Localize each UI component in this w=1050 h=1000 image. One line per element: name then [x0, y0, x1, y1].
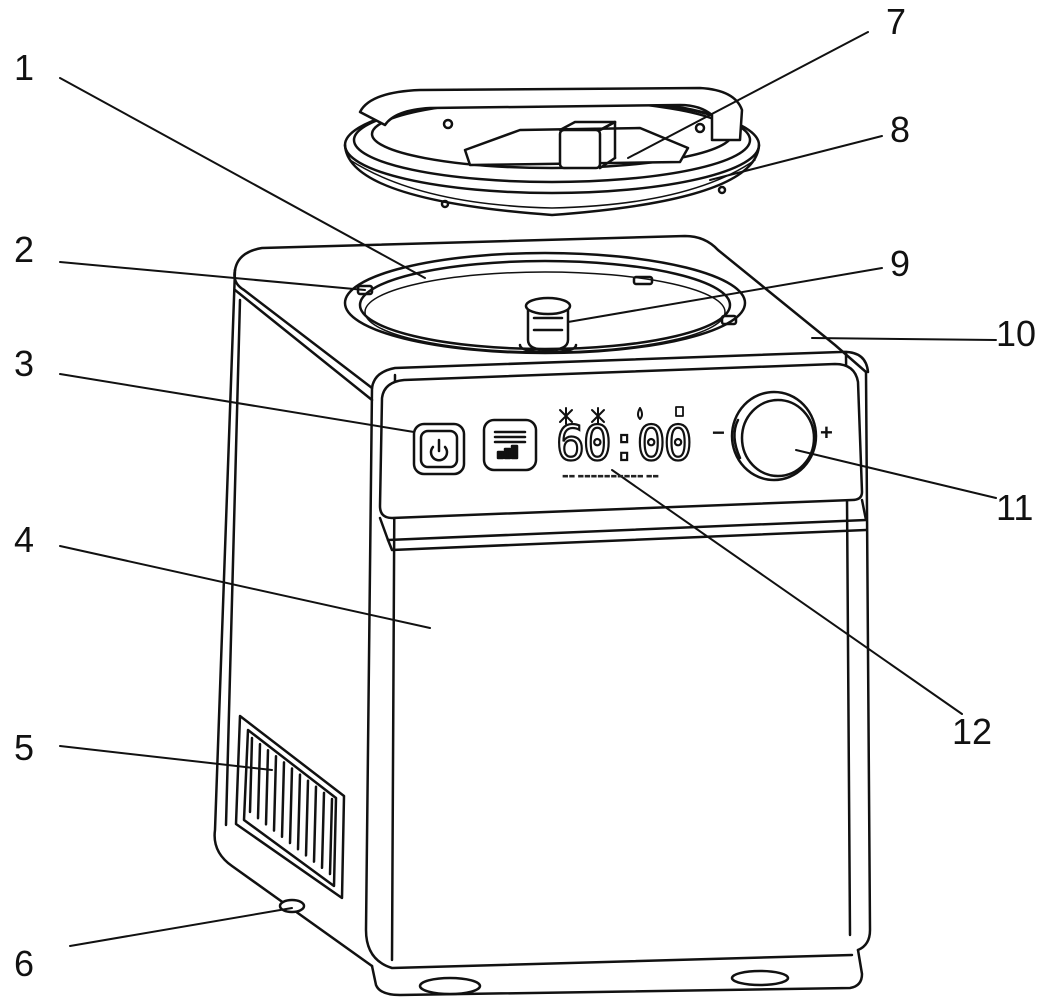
lock-icon: [675, 406, 684, 417]
knob-plus-label: +: [820, 420, 833, 445]
vent-slat: [264, 748, 270, 826]
vent-slat: [296, 773, 302, 851]
vent-slat: [288, 767, 294, 845]
leader-lines: [59, 31, 997, 947]
callout-5: 5: [14, 727, 34, 768]
callout-4: 4: [14, 519, 34, 560]
control-knob[interactable]: [730, 390, 818, 482]
callout-7: 7: [886, 1, 906, 42]
vent-slat: [328, 797, 334, 876]
vent-slat: [312, 785, 318, 863]
vent-slat: [248, 736, 254, 814]
vent-slats: [248, 736, 334, 876]
snowflake-icon-2: [591, 407, 605, 425]
main-body: [213, 234, 872, 997]
knob-minus-label: −: [712, 420, 725, 445]
display-sub-labels: ▬▬ ▬▬▬▬▬▬▬▬▬▬ ▬▬: [562, 472, 659, 480]
callout-6: 6: [14, 943, 34, 984]
callout-1: 1: [14, 47, 34, 88]
snowflake-icon: [559, 407, 573, 425]
callout-11: 11: [996, 487, 1033, 528]
callout-12: 12: [952, 711, 992, 752]
power-button[interactable]: [412, 422, 466, 476]
vent-slat: [320, 791, 326, 870]
control-panel: [412, 390, 818, 482]
callout-10: 10: [996, 313, 1036, 354]
menu-button[interactable]: [482, 418, 538, 472]
vent-slat: [304, 779, 310, 857]
lid: [343, 86, 761, 217]
vent-slat: [280, 761, 286, 839]
vent-slat: [272, 755, 278, 832]
callout-8: 8: [890, 109, 910, 150]
callout-2: 2: [14, 229, 34, 270]
time-display: 60:00: [556, 416, 691, 472]
callout-9: 9: [890, 243, 910, 284]
bowl-opening: [343, 251, 747, 355]
power-icon: [429, 438, 449, 462]
callout-3: 3: [14, 343, 34, 384]
drop-icon: [637, 407, 643, 420]
menu-icon: [493, 430, 527, 460]
vent-slat: [256, 742, 262, 820]
